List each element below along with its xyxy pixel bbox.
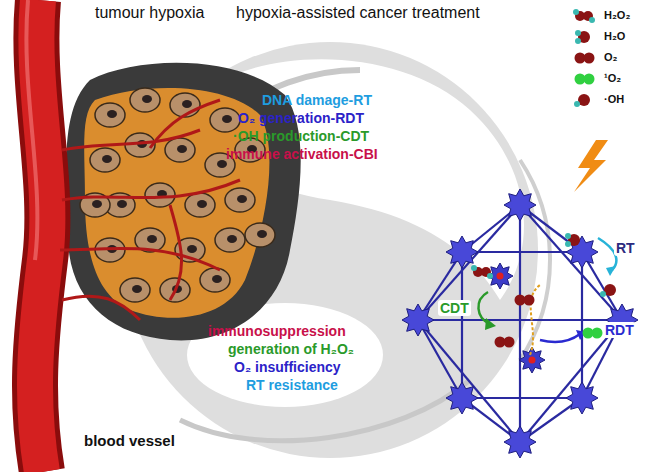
metal-cluster bbox=[566, 382, 598, 414]
metal-cluster bbox=[504, 426, 536, 458]
active-site bbox=[529, 357, 536, 364]
tumour-cell bbox=[185, 193, 215, 217]
cell-nucleus bbox=[102, 155, 112, 163]
metal-cluster bbox=[446, 382, 478, 414]
capillaries bbox=[60, 100, 240, 320]
arrowhead bbox=[485, 318, 496, 330]
active-site bbox=[497, 273, 504, 280]
tumour-cell bbox=[145, 183, 175, 207]
swirl-stroke bbox=[520, 160, 550, 360]
title: tumour hypoxia bbox=[95, 4, 204, 22]
oxygen-atom bbox=[524, 295, 535, 306]
legend-text: ¹O₂ bbox=[604, 72, 621, 85]
hydrogen-atom bbox=[565, 241, 571, 247]
tumour-cell bbox=[200, 268, 230, 292]
treatment-item: O₂ generation-RDT bbox=[238, 110, 364, 126]
cell-nucleus bbox=[92, 200, 102, 208]
cell-nucleus bbox=[187, 245, 197, 253]
framework-edge bbox=[418, 320, 462, 398]
cell-nucleus bbox=[177, 145, 187, 153]
legend-text: O₂ bbox=[604, 51, 617, 64]
metal-cluster bbox=[504, 189, 536, 221]
legend-icons bbox=[573, 9, 595, 107]
hydrogen-atom bbox=[565, 233, 571, 239]
tumour-cell bbox=[120, 278, 150, 302]
cell-nucleus bbox=[227, 235, 237, 243]
framework-edge bbox=[418, 320, 520, 442]
cell-nucleus bbox=[222, 115, 232, 123]
hypoxia-feature: RT resistance bbox=[246, 377, 338, 393]
cell-nucleus bbox=[147, 235, 157, 243]
hydrogen-atom bbox=[600, 291, 606, 297]
hydrogen-atom bbox=[471, 265, 477, 271]
metal-cluster bbox=[487, 263, 513, 289]
tumour-cell bbox=[225, 188, 255, 212]
lightning-bolt bbox=[574, 140, 608, 192]
cell-nucleus bbox=[217, 160, 227, 168]
cell-nucleus bbox=[142, 95, 152, 103]
arrowhead bbox=[606, 266, 616, 276]
cell-nucleus bbox=[182, 100, 192, 108]
cell-nucleus bbox=[107, 110, 117, 118]
metal-cluster bbox=[446, 236, 478, 268]
cell-nucleus bbox=[117, 200, 127, 208]
cell-nucleus bbox=[197, 200, 207, 208]
cell-nucleus bbox=[257, 230, 267, 238]
hydrogen-atom bbox=[487, 273, 493, 279]
metal-cluster bbox=[402, 304, 434, 336]
cell-nucleus bbox=[132, 285, 142, 293]
swirl-disc bbox=[122, 42, 538, 458]
framework-edges bbox=[418, 205, 622, 442]
tumour-cell bbox=[90, 148, 120, 172]
tumour-cell bbox=[95, 103, 125, 127]
hypoxia-feature: immunosuppression bbox=[208, 323, 346, 339]
treatment-item: immune activation-CBI bbox=[226, 146, 378, 162]
hypoxia-feature: generation of H₂O₂ bbox=[228, 341, 354, 357]
oxygen-atom bbox=[504, 337, 515, 348]
hydrogen-atom bbox=[575, 30, 581, 36]
framework-edge bbox=[461, 252, 463, 398]
singlet-oxygen-atom bbox=[592, 328, 603, 339]
cdt-arrow bbox=[478, 292, 490, 324]
treatment-item: DNA damage-RT bbox=[262, 92, 372, 108]
framework-edge bbox=[520, 205, 622, 320]
hydrogen-atom bbox=[589, 17, 595, 23]
hydrogen-atom bbox=[574, 101, 580, 107]
framework-edge bbox=[520, 320, 622, 442]
process-label: RDT bbox=[603, 322, 636, 338]
hydrogen-atom bbox=[575, 38, 581, 44]
tumour-cell bbox=[215, 228, 245, 252]
legend-text: H₂O₂ bbox=[604, 9, 630, 22]
process-label: RT bbox=[614, 240, 637, 256]
framework-edge bbox=[519, 205, 521, 442]
framework-edge bbox=[418, 205, 520, 320]
vessel-highlight bbox=[26, 0, 37, 260]
oxygen-atom bbox=[584, 53, 595, 64]
treatment-item: ·OH production-CDT bbox=[233, 128, 369, 144]
tumour-cell bbox=[165, 138, 195, 162]
process-label: CDT bbox=[438, 300, 471, 316]
framework-edge bbox=[462, 397, 582, 399]
metal-cluster bbox=[519, 347, 545, 373]
singlet-oxygen-atom bbox=[584, 74, 595, 85]
cell-nucleus bbox=[212, 275, 222, 283]
tumour-cell bbox=[245, 223, 275, 247]
cell-nucleus bbox=[237, 195, 247, 203]
rdt-arrow bbox=[540, 334, 580, 342]
molecules bbox=[471, 233, 616, 348]
title: hypoxia-assisted cancer treatment bbox=[236, 4, 480, 22]
tumour-cell bbox=[130, 88, 160, 112]
hydrogen-atom bbox=[573, 9, 579, 15]
framework-nodes bbox=[402, 189, 638, 458]
legend-text: ·OH bbox=[604, 93, 624, 106]
legend-text: H₂O bbox=[604, 30, 625, 43]
vessel-label: blood vessel bbox=[84, 432, 175, 449]
hypoxia-feature: O₂ insufficiency bbox=[234, 359, 341, 375]
